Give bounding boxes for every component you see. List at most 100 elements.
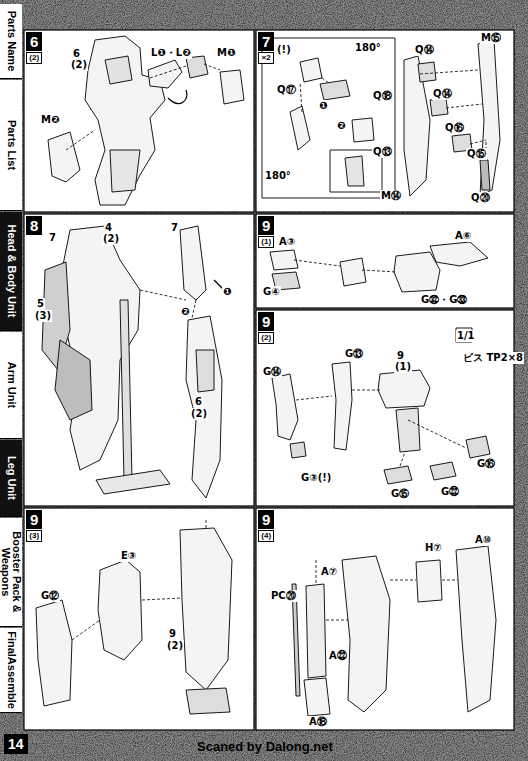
part-outline	[36, 600, 72, 706]
part-callout: ビス TP2×8	[462, 352, 524, 364]
part-outline	[340, 258, 366, 286]
part-callout: Q⑳	[470, 192, 491, 204]
tab-label: 7	[258, 32, 274, 51]
sub-label: (3)	[26, 530, 42, 542]
part-outline	[48, 132, 80, 182]
part-outline	[478, 40, 500, 196]
section-tab: Leg Unit	[0, 440, 22, 517]
part-callout: Q⑮	[466, 148, 487, 160]
step-number: 7×2	[258, 32, 274, 64]
part-outline	[430, 98, 448, 116]
section-tab: Booster Pack & Weapons	[0, 518, 22, 627]
part-outline	[262, 38, 395, 198]
part-outline	[120, 300, 132, 480]
part-outline	[294, 260, 396, 272]
section-tab: FinalAssemble	[0, 628, 22, 713]
part-outline	[168, 90, 500, 360]
part-callout: (2)	[166, 640, 184, 652]
part-outline	[296, 390, 466, 466]
part-outline	[394, 252, 440, 292]
part-outline	[345, 156, 364, 186]
part-callout: G⑯	[476, 458, 496, 470]
tab-label: 8	[26, 216, 42, 235]
part-outline	[430, 242, 488, 266]
part-outline	[66, 64, 486, 640]
part-callout: M⑭	[380, 190, 402, 202]
part-outline	[418, 62, 436, 82]
tab-label: Head & Body Unit	[6, 215, 17, 328]
part-outline	[290, 442, 306, 458]
part-outline	[416, 560, 442, 602]
part-callout: ❷	[180, 306, 190, 318]
part-outline	[320, 80, 350, 100]
part-callout: (3)	[34, 310, 52, 322]
part-outline	[342, 556, 390, 712]
part-outline	[186, 56, 208, 78]
part-callout: A⑥	[454, 230, 472, 242]
part-callout: Q⑭	[414, 44, 435, 56]
part-outline	[150, 64, 220, 78]
step-number: 8	[26, 216, 42, 235]
part-callout: E③	[120, 550, 137, 562]
part-callout: 180°	[264, 170, 292, 182]
part-callout: Q⑯	[444, 122, 465, 134]
sub-label: (2)	[26, 52, 42, 64]
step-number: 9(3)	[26, 510, 42, 542]
part-outline	[140, 290, 196, 318]
step-number: 9(4)	[258, 510, 274, 542]
part-callout: (2)	[190, 408, 208, 420]
tab-label: Arm Unit	[6, 335, 17, 436]
part-callout: G③(!)	[300, 472, 332, 484]
section-tab: Head & Body Unit	[0, 212, 22, 331]
part-callout: G⑮	[390, 488, 410, 500]
watermark: Scaned by Dalong.net	[196, 741, 334, 753]
part-outline	[186, 316, 222, 498]
part-outline	[66, 130, 95, 150]
part-outline	[180, 528, 232, 690]
part-outline	[110, 150, 140, 192]
part-callout: (2)	[70, 59, 88, 71]
part-callout: 5	[36, 298, 45, 310]
part-callout: 9	[168, 628, 177, 640]
part-callout: Q⑱	[372, 90, 393, 102]
sub-label: (1)	[258, 236, 274, 248]
part-outline	[420, 70, 486, 160]
part-callout: (1)	[394, 361, 412, 373]
part-outline	[24, 30, 254, 212]
part-callout: H⑦	[424, 542, 443, 554]
part-callout: (2)	[102, 233, 120, 245]
step-number: 9(1)	[258, 216, 274, 248]
part-outline	[72, 520, 206, 640]
part-outline	[180, 226, 206, 300]
part-outline	[466, 436, 490, 458]
part-callout: 1/1	[456, 330, 476, 342]
part-callout: PC⑳	[270, 590, 297, 602]
part-callout: A③	[278, 236, 296, 248]
part-outline	[186, 688, 230, 714]
sub-label: ×2	[258, 52, 274, 64]
part-outline	[105, 56, 132, 84]
part-callout: G⑫	[40, 590, 60, 602]
tab-label: 6	[26, 32, 42, 51]
part-outline	[55, 340, 92, 420]
part-callout: A⑱	[308, 716, 328, 728]
section-tab: Parts Name	[0, 4, 22, 79]
tab-label: 9	[258, 216, 274, 235]
part-callout: M❷	[40, 114, 60, 126]
part-outline	[148, 60, 182, 88]
part-callout: M⑮	[480, 32, 502, 44]
part-outline	[220, 70, 244, 104]
part-callout: A㉒	[328, 650, 348, 662]
part-callout: L❶・L❷	[150, 47, 192, 59]
part-outline	[98, 560, 142, 660]
tab-label: Booster Pack & Weapons	[0, 521, 22, 624]
part-callout: G⑬	[344, 348, 364, 360]
part-callout: G㉜・G㉝	[420, 294, 468, 306]
part-callout: ❷	[336, 120, 346, 132]
part-callout: 7	[48, 232, 57, 244]
part-outline	[430, 462, 456, 480]
part-outline	[96, 470, 170, 494]
